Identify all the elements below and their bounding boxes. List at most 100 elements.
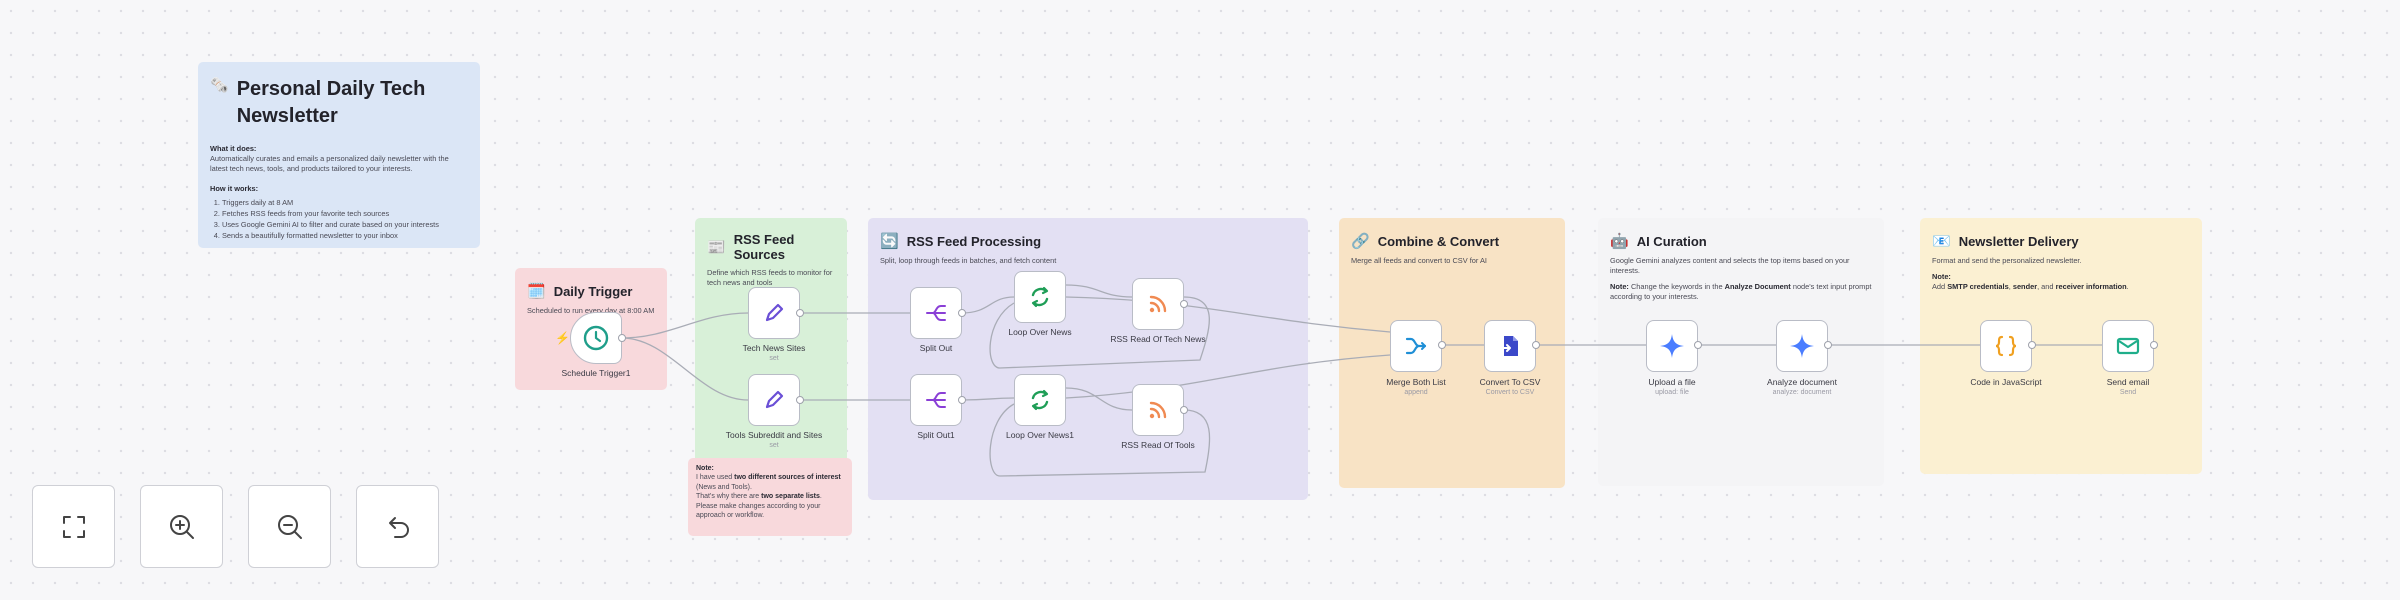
node-label: Loop Over News (1008, 327, 1072, 337)
reset-zoom-icon (388, 516, 409, 538)
newspaper-icon: 📰 (707, 239, 726, 256)
output-port[interactable] (958, 309, 966, 317)
rss-processing-sticky-note[interactable]: 🔄 RSS Feed Processing Split, loop throug… (868, 218, 1308, 500)
node-label: Split Out (919, 343, 953, 353)
node-label: Upload a file (1648, 377, 1696, 387)
split-icon (926, 305, 946, 321)
what-it-does-label: What it does: (210, 144, 257, 153)
trigger-bolt-icon: ⚡ (555, 331, 570, 345)
convert-to-csv-node[interactable] (1484, 320, 1536, 372)
how-it-works-list: Triggers daily at 8 AM Fetches RSS feeds… (222, 197, 468, 241)
loop-arrows-icon (1031, 389, 1049, 411)
section-description: Split, loop through feeds in batches, an… (880, 256, 1057, 265)
output-port[interactable] (796, 396, 804, 404)
repeat-icon: 🔄 (880, 233, 899, 250)
code-javascript-node[interactable] (1980, 320, 2032, 372)
calendar-icon: 🗓️ (527, 283, 546, 300)
loop-over-news-node[interactable] (1014, 271, 1066, 323)
node-sublabel: analyze: document (1772, 389, 1832, 396)
gemini-icon (1790, 334, 1814, 358)
send-email-node[interactable] (2102, 320, 2154, 372)
section-note: Note: Change the keywords in the Analyze… (1610, 281, 1872, 301)
node-sublabel: Convert to CSV (1485, 389, 1535, 396)
robot-icon: 🤖 (1610, 233, 1629, 250)
section-title: AI Curation (1636, 233, 1707, 249)
how-it-works-label: How it works: (210, 183, 259, 193)
sources-note-sticky-note[interactable]: Note: I have used two different sources … (688, 458, 852, 536)
section-description: Define which RSS feeds to monitor for te… (707, 268, 833, 287)
node-label: Send email (2106, 377, 2150, 387)
node-label: Tools Subreddit and Sites (725, 430, 823, 440)
overview-sticky-note[interactable]: 🗞️ Personal Daily Tech Newsletter What i… (198, 62, 480, 248)
envelope-icon (2116, 337, 2140, 355)
node-label: Split Out1 (917, 430, 955, 440)
output-port[interactable] (2028, 341, 2036, 349)
rss-sources-sticky-note[interactable]: 📰 RSS Feed Sources Define which RSS feed… (695, 218, 847, 466)
gemini-icon (1660, 334, 1684, 358)
rss-icon (1149, 295, 1167, 313)
output-port[interactable] (1532, 341, 1540, 349)
step-item: Fetches RSS feeds from your favorite tec… (222, 208, 468, 219)
merge-icon (1405, 337, 1427, 355)
section-title: Daily Trigger (553, 283, 633, 299)
output-port[interactable] (1180, 406, 1188, 414)
overview-title-text: Personal Daily Tech Newsletter (236, 78, 426, 127)
zoom-out-button[interactable] (248, 485, 331, 568)
fit-view-button[interactable] (32, 485, 115, 568)
code-braces-icon (1995, 335, 2017, 357)
section-title: RSS Feed Processing (906, 233, 1042, 249)
schedule-trigger-node[interactable]: ⚡ (555, 312, 622, 364)
ai-curation-sticky-note[interactable]: 🤖 AI Curation Google Gemini analyzes con… (1598, 218, 1884, 486)
section-title: Combine & Convert (1377, 233, 1500, 249)
node-sublabel: upload: file (1655, 389, 1689, 396)
reset-zoom-button[interactable] (356, 485, 439, 568)
rss-read-tech-news-node[interactable] (1132, 278, 1184, 330)
node-label: RSS Read Of Tools (1121, 440, 1195, 450)
output-port[interactable] (1694, 341, 1702, 349)
section-title: RSS Feed Sources (733, 232, 795, 262)
edit-pencil-icon (765, 390, 784, 409)
combine-convert-sticky-note[interactable]: 🔗 Combine & Convert Merge all feeds and … (1339, 218, 1565, 488)
section-description: Google Gemini analyzes content and selec… (1610, 256, 1850, 275)
output-port[interactable] (958, 396, 966, 404)
split-out1-node[interactable] (910, 374, 962, 426)
merge-both-list-node[interactable] (1390, 320, 1442, 372)
overview-title: 🗞️ Personal Daily Tech Newsletter (210, 76, 468, 130)
output-port[interactable] (1824, 341, 1832, 349)
output-port[interactable] (618, 334, 626, 342)
file-convert-icon (1499, 336, 1518, 356)
newsletter-delivery-sticky-note[interactable]: 📧 Newsletter Delivery Format and send th… (1920, 218, 2202, 474)
node-sublabel: append (1404, 389, 1428, 396)
section-note: Note: Add SMTP credentials, sender, and … (1932, 271, 2129, 291)
upload-file-node[interactable] (1646, 320, 1698, 372)
node-label: RSS Read Of Tech News (1110, 334, 1206, 344)
node-sublabel: set (769, 355, 779, 362)
section-title: Newsletter Delivery (1958, 233, 2079, 249)
step-item: Triggers daily at 8 AM (222, 197, 468, 208)
node-label: Merge Both List (1386, 377, 1446, 387)
zoom-in-icon (169, 514, 194, 539)
node-label: Convert To CSV (1479, 377, 1541, 387)
output-port[interactable] (796, 309, 804, 317)
output-port[interactable] (1180, 300, 1188, 308)
analyze-document-node[interactable] (1776, 320, 1828, 372)
node-label: Tech News Sites (742, 343, 806, 353)
clock-icon (583, 325, 609, 351)
zoom-in-button[interactable] (140, 485, 223, 568)
rss-read-tools-node[interactable] (1132, 384, 1184, 436)
output-port[interactable] (2150, 341, 2158, 349)
output-port[interactable] (1438, 341, 1446, 349)
node-sublabel: set (769, 442, 779, 449)
what-it-does-text: Automatically curates and emails a perso… (210, 153, 449, 173)
node-sublabel: Send (2119, 389, 2137, 396)
note-label: Note: (696, 465, 714, 472)
zoom-out-icon (277, 514, 302, 539)
section-description: Merge all feeds and convert to CSV for A… (1351, 256, 1487, 265)
tools-sites-node[interactable] (748, 374, 800, 426)
section-description: Scheduled to run every day at 8:00 AM (527, 306, 655, 315)
split-out-node[interactable] (910, 287, 962, 339)
tech-news-sites-node[interactable] (748, 287, 800, 339)
loop-over-news1-node[interactable] (1014, 374, 1066, 426)
rss-icon (1149, 401, 1167, 419)
